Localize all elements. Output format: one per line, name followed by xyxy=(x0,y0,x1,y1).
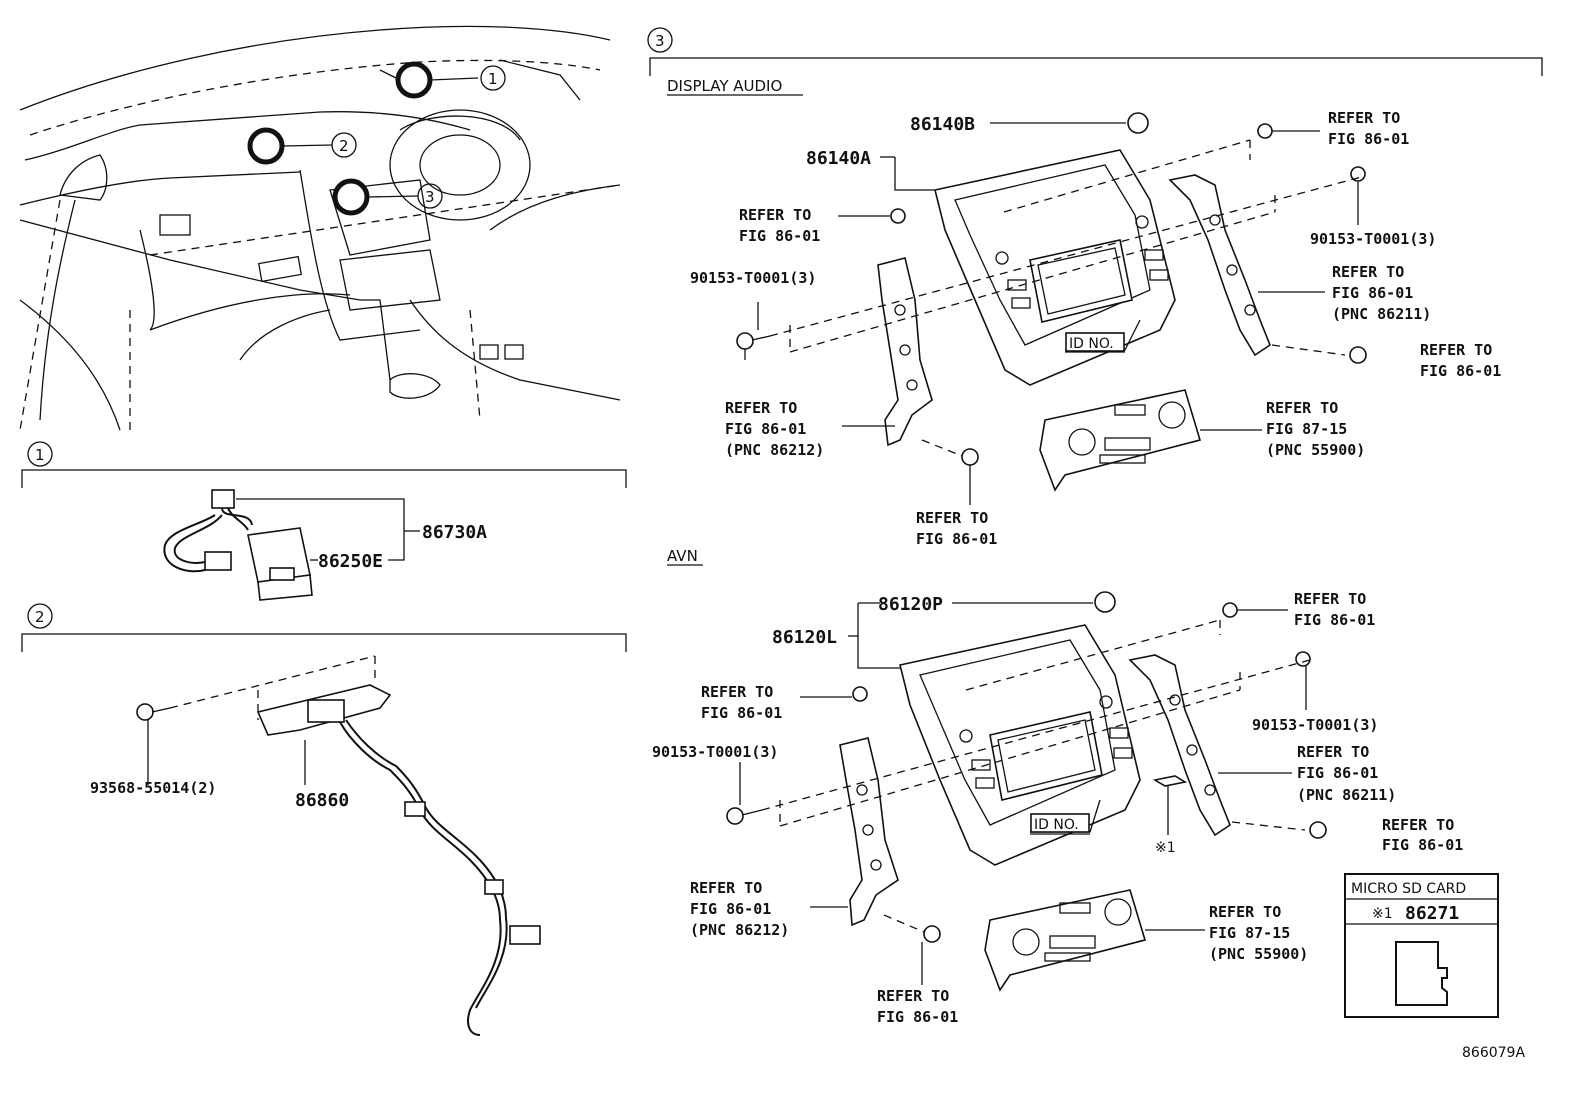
section-3-header: 3 xyxy=(647,27,1543,76)
refer-label: (PNC 86211) xyxy=(1332,305,1431,323)
screw-part-number: 90153-T0001(3) xyxy=(690,269,816,287)
section-1-header: 1 xyxy=(21,441,627,488)
sd-card-note-mark: ※1 xyxy=(1372,906,1393,922)
screw-part-number: 90153-T0001(3) xyxy=(1252,716,1378,734)
screw-93568 xyxy=(136,655,376,785)
module-86250e xyxy=(247,527,313,601)
refer-label: REFER TO xyxy=(1332,263,1404,281)
refer-label: REFER TO xyxy=(1266,399,1338,417)
part-number-93568: 93568-55014(2) xyxy=(90,779,216,797)
display-audio-title: DISPLAY AUDIO xyxy=(667,77,782,95)
avn-title: AVN xyxy=(667,547,698,565)
display-audio-id-no: ID NO. xyxy=(1069,336,1114,352)
refer-label: REFER TO xyxy=(701,683,773,701)
overview-marker-2: 2 xyxy=(331,132,357,158)
refer-label: REFER TO xyxy=(1209,903,1281,921)
figure-id: 866079A xyxy=(1462,1045,1525,1061)
micro-sd-card-box: MICRO SD CARD ※1 86271 xyxy=(1344,873,1499,1018)
overview-marker-3: 3 xyxy=(417,183,443,209)
wire-harness-86730a xyxy=(163,489,253,573)
refer-label: REFER TO xyxy=(1328,109,1400,127)
refer-label: FIG 86-01 xyxy=(877,1008,958,1026)
section-2-header: 2 xyxy=(21,603,627,652)
refer-label: REFER TO xyxy=(1297,743,1369,761)
display-audio-climate-panel xyxy=(1039,389,1202,492)
refer-label: (PNC 55900) xyxy=(1266,441,1365,459)
refer-label: FIG 86-01 xyxy=(690,900,771,918)
refer-label: (PNC 86212) xyxy=(690,921,789,939)
display-audio-bezel xyxy=(934,149,1176,386)
part-number-86140a: 86140A xyxy=(806,148,871,169)
refer-label: FIG 87-15 xyxy=(1266,420,1347,438)
avn-id-no: ID NO. xyxy=(1034,817,1079,833)
avn-climate-panel xyxy=(984,889,1147,992)
refer-label: (PNC 86212) xyxy=(725,441,824,459)
section-3-marker: 3 xyxy=(655,32,665,50)
avn-bezel xyxy=(899,624,1141,866)
refer-label: FIG 86-01 xyxy=(701,704,782,722)
refer-label: FIG 86-01 xyxy=(1297,764,1378,782)
avn-right-bracket xyxy=(1128,602,1327,839)
screw-part-number: 90153-T0001(3) xyxy=(1310,230,1436,248)
marker-label: 3 xyxy=(425,188,435,206)
avn-left-bracket xyxy=(726,686,941,943)
sd-card-title: MICRO SD CARD xyxy=(1351,881,1466,897)
refer-label: FIG 86-01 xyxy=(1328,130,1409,148)
usb-port-86860 xyxy=(256,656,541,1036)
dashboard-overview-illustration xyxy=(19,25,621,431)
refer-label: FIG 86-01 xyxy=(1382,836,1463,854)
part-number-86120l: 86120L xyxy=(772,627,837,648)
refer-label: REFER TO xyxy=(739,206,811,224)
avn-note-mark: ※1 xyxy=(1155,840,1176,856)
avn-sd-slot-marker xyxy=(1152,775,1188,835)
refer-label: REFER TO xyxy=(1382,816,1454,834)
marker-label: 1 xyxy=(488,70,498,88)
refer-label: REFER TO xyxy=(1294,590,1366,608)
refer-label: FIG 86-01 xyxy=(739,227,820,245)
section-1-marker: 1 xyxy=(35,446,45,464)
avn-knob-86120p xyxy=(1094,591,1116,613)
refer-label: FIG 86-01 xyxy=(1294,611,1375,629)
refer-label: FIG 86-01 xyxy=(1420,362,1501,380)
sd-card-part-number: 86271 xyxy=(1405,903,1459,924)
refer-label: REFER TO xyxy=(1420,341,1492,359)
refer-label: FIG 86-01 xyxy=(1332,284,1413,302)
part-number-86120p: 86120P xyxy=(878,594,943,615)
micro-sd-card-icon xyxy=(1395,941,1448,1006)
refer-label: FIG 87-15 xyxy=(1209,924,1290,942)
refer-label: (PNC 86211) xyxy=(1297,786,1396,804)
part-number-86860: 86860 xyxy=(295,790,349,811)
refer-label: REFER TO xyxy=(916,509,988,527)
refer-label: FIG 86-01 xyxy=(725,420,806,438)
section-2-marker: 2 xyxy=(35,608,45,626)
display-audio-knob-86140b xyxy=(1127,112,1149,134)
refer-label: REFER TO xyxy=(877,987,949,1005)
marker-label: 2 xyxy=(339,137,349,155)
refer-label: (PNC 55900) xyxy=(1209,945,1308,963)
refer-label: REFER TO xyxy=(690,879,762,897)
screw-part-number: 90153-T0001(3) xyxy=(652,743,778,761)
overview-marker-1: 1 xyxy=(480,65,506,91)
part-number-86250e: 86250E xyxy=(318,551,383,572)
refer-label: REFER TO xyxy=(725,399,797,417)
part-number-86140b: 86140B xyxy=(910,114,975,135)
part-number-86730a: 86730A xyxy=(422,522,487,543)
refer-label: FIG 86-01 xyxy=(916,530,997,548)
